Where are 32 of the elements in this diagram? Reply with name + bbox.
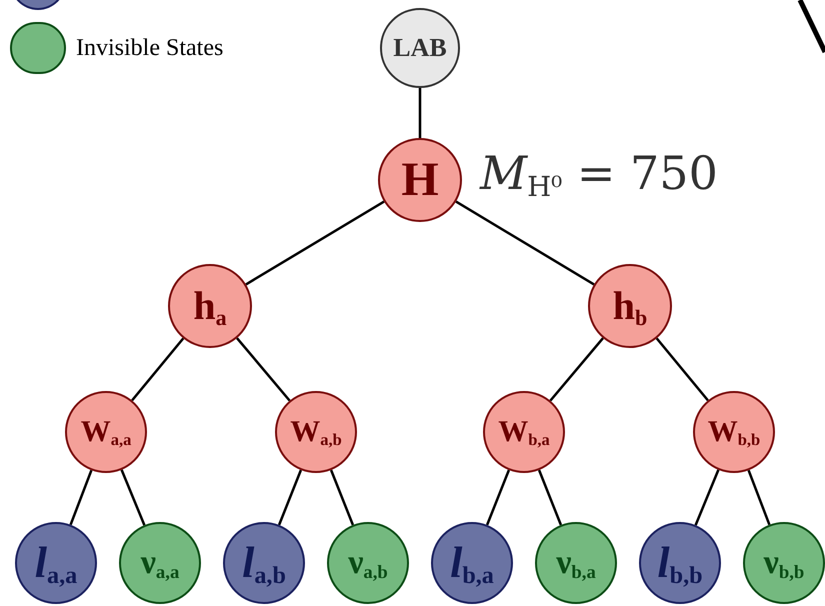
connector-line: [120, 469, 146, 526]
connector-line: [549, 337, 604, 402]
particle-node: h$_{b}$: [588, 264, 672, 348]
particle-node: W$_{b,b}$: [693, 391, 775, 473]
connector-line: [131, 338, 184, 402]
particle-node: W$_{a,a}$: [65, 391, 147, 473]
connector-line: [418, 88, 422, 138]
neutrino-node: ν$_{a,b}$: [327, 522, 409, 604]
neutrino-node: ν$_{b,a}$: [535, 522, 617, 604]
lepton-node: l$_{a,a}$: [15, 522, 97, 604]
connector-line: [656, 338, 709, 402]
neutrino-node: ν$_{b,b}$: [743, 522, 825, 604]
connector-line: [330, 470, 354, 526]
legend-label: Invisible States: [76, 34, 224, 63]
lepton-node: l$_{b,a}$: [431, 522, 513, 604]
connector-line: [69, 470, 93, 526]
particle-node: h$_{a}$: [168, 264, 252, 348]
connector-line: [486, 470, 510, 526]
particle-node: W$_{b,a}$: [483, 391, 565, 473]
connector-line: [538, 470, 562, 526]
connector-line: [245, 200, 385, 286]
lepton-node: l$_{a,b}$: [223, 522, 305, 604]
lepton-node: l$_{b,b}$: [639, 522, 721, 604]
lab-node: LAB: [380, 8, 460, 88]
connector-line: [278, 470, 302, 526]
connector-line: [694, 469, 720, 526]
mass-label: M$_{H⁰}$ = 750: [480, 150, 718, 196]
connector-line: [455, 200, 595, 286]
particle-node: W$_{a,b}$: [275, 391, 357, 473]
connector-line: [236, 337, 291, 402]
neutrino-node: ν$_{a,a}$: [119, 522, 201, 604]
connector-line: [747, 470, 771, 526]
